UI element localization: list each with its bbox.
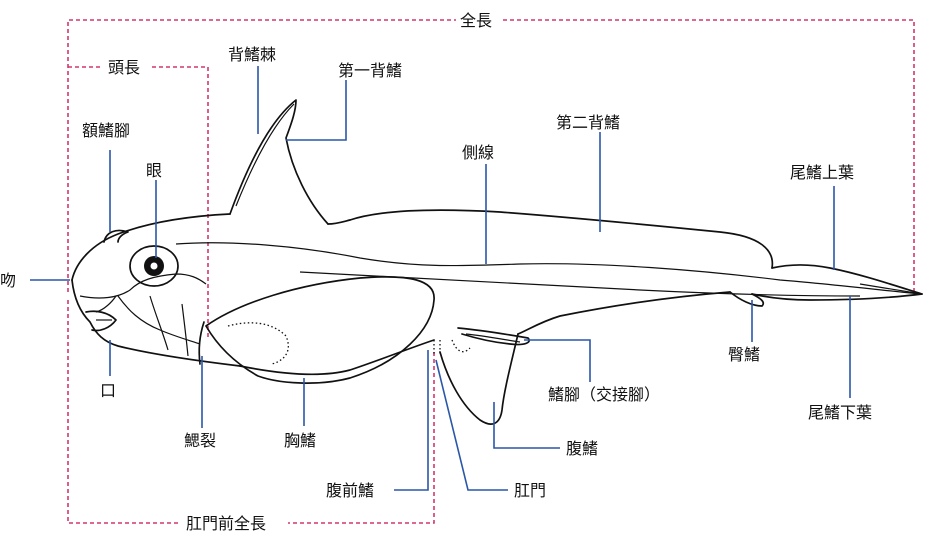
label-lateral-line: 側線 [462, 143, 494, 162]
lower-caudal-lobe-outline [751, 293, 923, 301]
label-total-length: 全長 [460, 11, 492, 30]
label-frontal-clasper: 額鰭腳 [82, 121, 130, 140]
upper-caudal-lobe-outline [771, 264, 923, 295]
tail-filament [859, 283, 923, 295]
label-eye: 眼 [146, 161, 162, 180]
label-snout: 吻 [0, 271, 16, 290]
head-canal-3 [149, 295, 169, 351]
pectoral-fin-outline [205, 275, 435, 384]
head-canal-4 [181, 303, 189, 357]
pectoral-dotted [227, 322, 289, 365]
leader-pelvic-fin [493, 402, 560, 449]
dorsal-profile [71, 213, 231, 281]
clasper-outline [457, 327, 530, 346]
label-pelvic-fin: 腹鰭 [566, 439, 598, 458]
mouth-outline [85, 310, 117, 332]
leader-first-dorsal [286, 80, 347, 141]
preanal-length-label-bg [180, 512, 288, 533]
label-preanal-length: 肛門前全長 [186, 514, 266, 533]
eye-outline [129, 245, 179, 287]
anus-dotted [433, 340, 441, 356]
ventral-profile [517, 291, 731, 335]
label-second-dorsal: 第二背鰭 [556, 113, 620, 132]
label-lower-caudal-lobe: 尾鰭下葉 [808, 403, 872, 422]
leader-lines [30, 66, 851, 491]
total-length-label-bg [456, 9, 502, 31]
gill-slit-outline [198, 321, 205, 365]
label-upper-caudal-lobe: 尾鰭上葉 [790, 163, 854, 182]
label-anal-fin: 臀鰭 [728, 345, 760, 364]
label-clasper: 鰭腳（交接腳） [548, 385, 660, 404]
back-line [327, 219, 351, 225]
leader-clasper [524, 339, 591, 382]
preanal-length-bracket [67, 300, 435, 524]
second-dorsal-fin [349, 209, 774, 269]
label-first-dorsal: 第一背鰭 [338, 61, 402, 80]
lateral-line-path [175, 242, 921, 295]
pelvic-dotted [451, 339, 471, 353]
leader-prepelvic [394, 350, 429, 491]
head-canal-5 [95, 295, 117, 313]
head-length-label-bg [100, 56, 152, 78]
label-prepelvic-tenaculum: 腹前鰭 [326, 481, 374, 500]
label-gill-slit: 鰓裂 [184, 431, 216, 450]
anal-fin-outline [729, 291, 765, 307]
first-dorsal-fin [229, 99, 329, 225]
eye-highlight [150, 262, 158, 270]
head-underside [71, 279, 241, 367]
pelvic-fin-outline [439, 333, 519, 425]
label-mouth: 口 [100, 381, 116, 400]
label-anus: 肛門 [514, 481, 546, 500]
lateral-line-lower [299, 271, 861, 297]
label-dorsal-spine: 背鰭棘 [228, 45, 276, 64]
head-length-bracket [68, 66, 209, 340]
label-pectoral-fin: 胸鰭 [284, 431, 316, 450]
frontal-clasper-outline [103, 229, 129, 243]
labels: 全長 頭長 額鰭腳 眼 吻 口 鰓裂 背鰭棘 第一背鰭 第二背鰭 側線 尾鰭上葉… [0, 11, 872, 533]
belly-line [239, 339, 435, 376]
head-canal-1 [79, 273, 207, 299]
fish-outline [71, 99, 923, 425]
leader-anus [435, 359, 508, 491]
label-head-length: 頭長 [108, 58, 140, 77]
dorsal-spine-edge [235, 103, 295, 207]
head-canal-2 [117, 295, 201, 345]
